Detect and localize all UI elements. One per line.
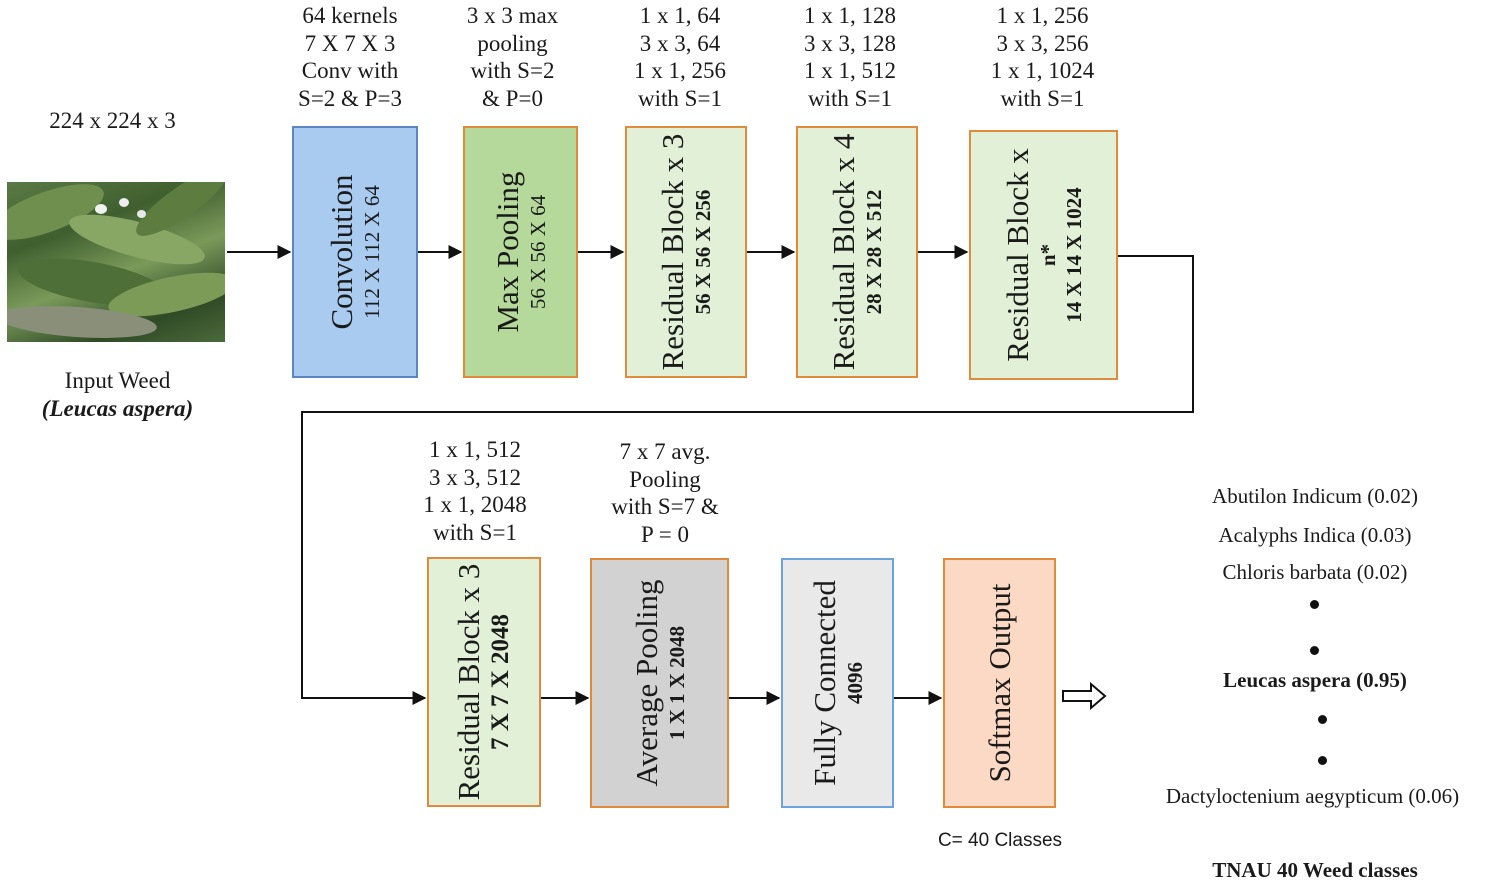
input-weed-image xyxy=(7,182,225,342)
arrow-res3-to-res4 xyxy=(301,255,1194,705)
classes-count-label: C= 40 Classes xyxy=(937,830,1063,851)
prediction-acalyphs: Acalyphs Indica (0.03) xyxy=(1218,523,1412,547)
input-caption: Input Weed (Leucas aspera) xyxy=(10,367,225,422)
ellipsis-dot xyxy=(1310,646,1319,655)
ellipsis-dot xyxy=(1318,715,1327,724)
prediction-abutilon: Abutilon Indicum (0.02) xyxy=(1212,484,1418,508)
ellipsis-dot xyxy=(1310,600,1319,609)
dataset-label: TNAU 40 Weed classes xyxy=(1212,858,1418,882)
softmax-output-block: Softmax Output xyxy=(943,558,1056,808)
prediction-leucas: Leucas aspera (0.95) xyxy=(1223,668,1407,692)
input-caption-species: (Leucas aspera) xyxy=(41,395,194,421)
hollow-output-arrow xyxy=(1062,681,1107,711)
input-size-label: 224 x 224 x 3 xyxy=(49,108,176,133)
prediction-chloris: Chloris barbata (0.02) xyxy=(1222,560,1408,584)
ellipsis-dot xyxy=(1318,756,1327,765)
input-caption-line1: Input Weed xyxy=(64,368,171,393)
prediction-dactyloctenium: Dactyloctenium aegypticum (0.06) xyxy=(1165,784,1460,808)
